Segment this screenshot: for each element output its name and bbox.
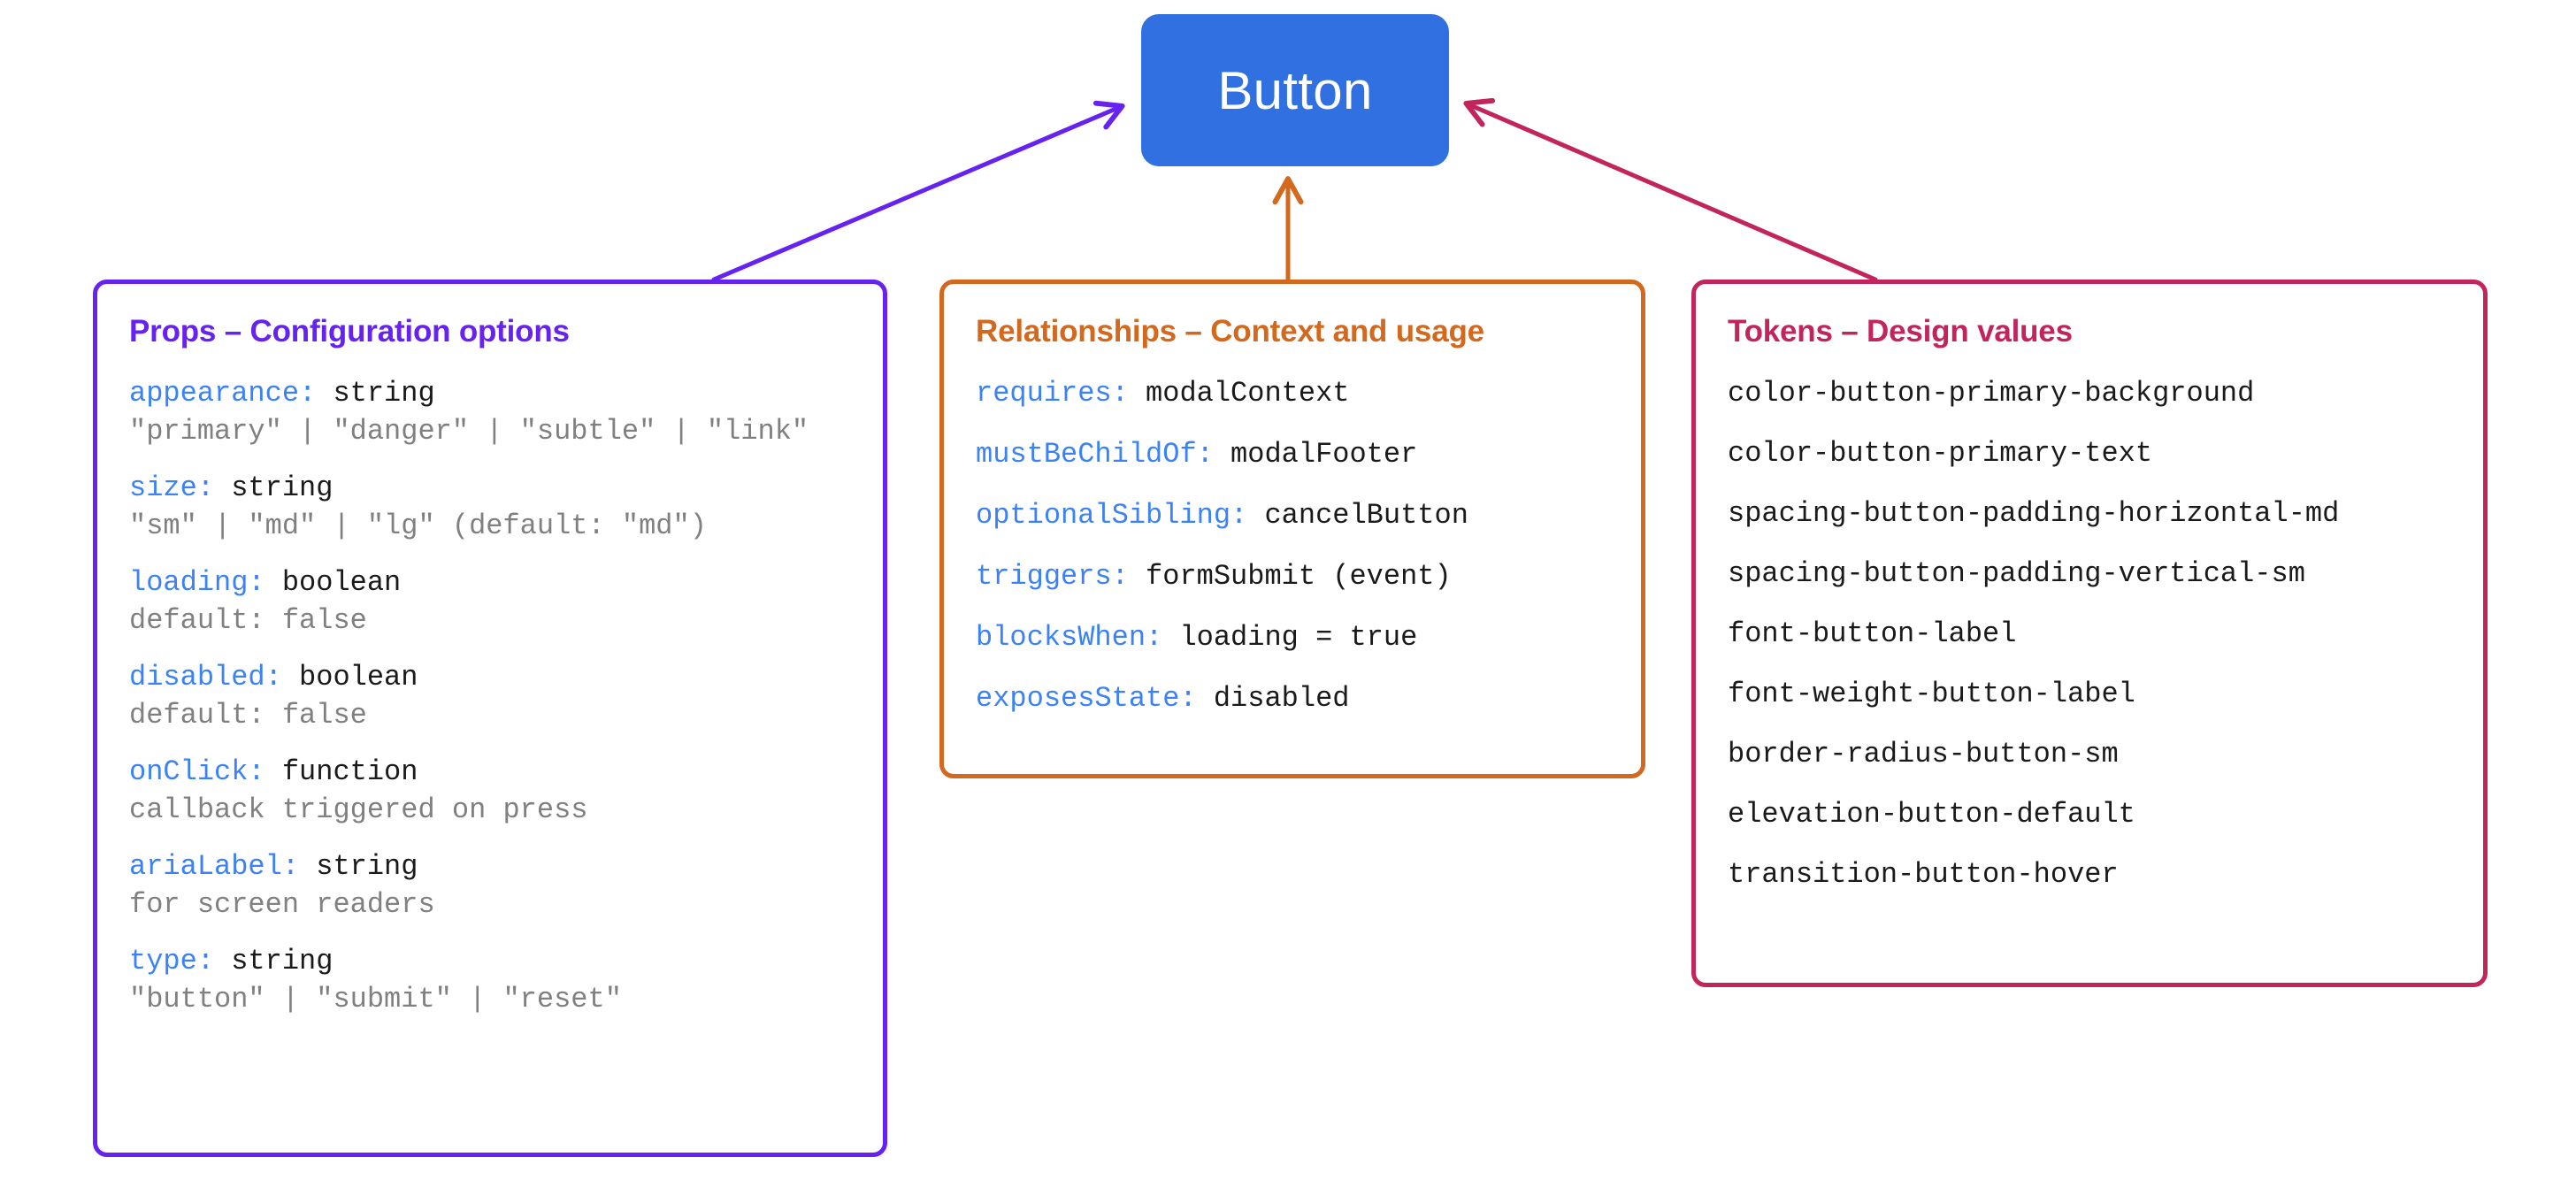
prop-signature: type: string <box>129 944 851 978</box>
prop-key: appearance: <box>129 377 317 410</box>
component-node-label: Button <box>1217 60 1373 120</box>
prop-type: string <box>316 850 418 884</box>
token-line: font-weight-button-label <box>1728 678 2135 711</box>
prop-signature: onClick: function <box>129 755 851 789</box>
prop-signature: appearance: string <box>129 376 851 410</box>
component-node-button[interactable]: Button <box>1141 14 1449 166</box>
prop-detail: "sm" | "md" | "lg" (default: "md") <box>129 510 707 543</box>
prop-key: ariaLabel: <box>129 850 300 884</box>
prop-type: boolean <box>281 566 402 600</box>
relationship-signature: optionalSibling: cancelButton <box>976 498 1609 533</box>
relationship-entry: optionalSibling: cancelButton <box>976 498 1609 533</box>
token-line: spacing-button-padding-vertical-sm <box>1728 557 2305 591</box>
relationship-value: cancelButton <box>1264 499 1468 533</box>
token-line: border-radius-button-sm <box>1728 738 2119 771</box>
relationship-entry: requires: modalContext <box>976 376 1609 410</box>
panel-relationships-title: Relationships – Context and usage <box>976 314 1484 349</box>
panel-props: Props – Configuration options appearance… <box>93 280 887 1157</box>
prop-type: boolean <box>299 661 418 694</box>
relationship-signature: requires: modalContext <box>976 376 1609 410</box>
panel-tokens-entries: color-button-primary-background color-bu… <box>1728 376 2451 892</box>
arrow-tokens-to-button <box>1463 97 1878 282</box>
panel-relationships-entries: requires: modalContext mustBeChildOf: mo… <box>976 376 1609 716</box>
prop-key: loading: <box>129 566 265 600</box>
prop-signature: ariaLabel: string <box>129 849 851 884</box>
token-line: color-button-primary-text <box>1728 437 2153 471</box>
relationship-key: optionalSibling: <box>976 499 1248 533</box>
prop-entry: type: string "button" | "submit" | "rese… <box>129 944 851 1016</box>
prop-type: string <box>231 471 334 505</box>
token-line: color-button-primary-background <box>1728 377 2255 410</box>
prop-detail: default: false <box>129 604 367 638</box>
prop-entry: appearance: string "primary" | "danger" … <box>129 376 851 448</box>
panel-relationships: Relationships – Context and usage requir… <box>939 280 1645 778</box>
token-line: spacing-button-padding-horizontal-md <box>1728 497 2340 531</box>
prop-entry: ariaLabel: string for screen readers <box>129 849 851 922</box>
prop-key: onClick: <box>129 755 265 789</box>
prop-detail: default: false <box>129 699 367 732</box>
prop-signature: loading: boolean <box>129 565 851 600</box>
relationship-key: triggers: <box>976 560 1129 594</box>
arrow-props-to-button <box>711 100 1125 282</box>
relationship-signature: blocksWhen: loading = true <box>976 620 1609 655</box>
prop-entry: onClick: function callback triggered on … <box>129 755 851 827</box>
relationship-signature: exposesState: disabled <box>976 681 1609 716</box>
relationship-signature: triggers: formSubmit (event) <box>976 559 1609 594</box>
prop-key: disabled: <box>129 661 282 694</box>
relationship-signature: mustBeChildOf: modalFooter <box>976 437 1609 471</box>
relationship-key: blocksWhen: <box>976 621 1163 655</box>
relationship-value: loading = true <box>1179 621 1418 655</box>
prop-detail: "button" | "submit" | "reset" <box>129 983 622 1016</box>
relationship-value: modalFooter <box>1230 438 1418 471</box>
relationship-value: modalContext <box>1146 377 1350 410</box>
relationship-entry: blocksWhen: loading = true <box>976 620 1609 655</box>
prop-signature: disabled: boolean <box>129 660 851 694</box>
prop-key: size: <box>129 471 215 505</box>
prop-entry: size: string "sm" | "md" | "lg" (default… <box>129 471 851 543</box>
prop-key: type: <box>129 945 215 978</box>
prop-detail: for screen readers <box>129 888 435 922</box>
prop-detail: "primary" | "danger" | "subtle" | "link" <box>129 415 809 448</box>
relationship-key: exposesState: <box>976 682 1197 716</box>
relationship-value: formSubmit (event) <box>1146 560 1452 594</box>
relationship-entry: triggers: formSubmit (event) <box>976 559 1609 594</box>
prop-type: string <box>333 377 435 410</box>
relationship-key: mustBeChildOf: <box>976 438 1214 471</box>
token-line: elevation-button-default <box>1728 798 2135 831</box>
panel-props-entries: appearance: string "primary" | "danger" … <box>129 376 851 1016</box>
relationship-entry: exposesState: disabled <box>976 681 1609 716</box>
prop-type: function <box>281 755 418 789</box>
relationship-key: requires: <box>976 377 1129 410</box>
prop-signature: size: string <box>129 471 851 505</box>
token-line: font-button-label <box>1728 617 2017 651</box>
prop-entry: loading: boolean default: false <box>129 565 851 638</box>
prop-entry: disabled: boolean default: false <box>129 660 851 732</box>
panel-props-title: Props – Configuration options <box>129 314 570 349</box>
relationship-value: disabled <box>1213 682 1350 716</box>
panel-tokens-title: Tokens – Design values <box>1728 314 2073 349</box>
relationship-entry: mustBeChildOf: modalFooter <box>976 437 1609 471</box>
token-line: transition-button-hover <box>1728 858 2119 892</box>
panel-tokens: Tokens – Design values color-button-prim… <box>1691 280 2488 987</box>
prop-type: string <box>231 945 334 978</box>
prop-detail: callback triggered on press <box>129 793 588 827</box>
